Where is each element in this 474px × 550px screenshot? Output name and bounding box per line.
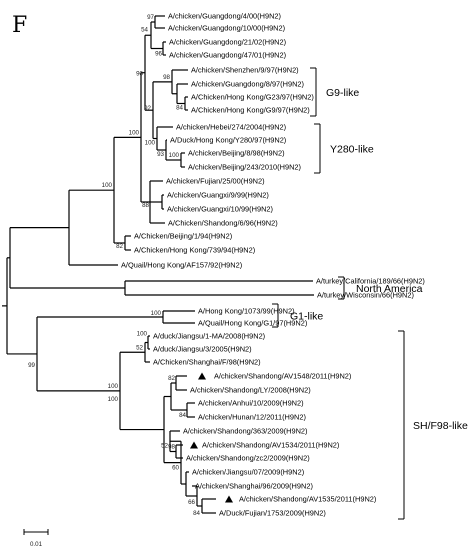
bootstrap-value: 99 [28, 362, 35, 369]
bootstrap-value: 98 [163, 74, 170, 81]
taxon-label: A/chicken/Hebei/274/2004(H9N2) [176, 123, 286, 132]
taxon-label: A/turkey/California/189/66(H9N2) [316, 277, 425, 286]
taxon-label: A/chicken/Guangxi/9/99(H9N2) [167, 191, 269, 200]
bootstrap-value: 82 [116, 243, 123, 250]
bootstrap-value: 100 [108, 396, 119, 403]
taxon-label: A/chicken/Shandong/AV1535/2011(H9N2) [239, 495, 376, 504]
taxon-label: A/chicken/Guangdong/8/97(H9N2) [191, 80, 304, 89]
taxon-label: A/chicken/Shanghai/96/2009(H9N2) [195, 482, 313, 491]
clade-label: North America [356, 283, 423, 295]
bootstrap-value: 52 [136, 344, 143, 351]
taxon-label: A/chicken/Shenzhen/9/97(H9N2) [191, 66, 299, 75]
scale-bar-label: 0.01 [30, 541, 43, 548]
taxon-label: A/chicken/Guangxi/10/99(H9N2) [167, 205, 273, 214]
bootstrap-value: 100 [151, 310, 162, 317]
bootstrap-value: 84 [176, 105, 183, 112]
bootstrap-value: 54 [141, 26, 148, 33]
taxon-label: A/chicken/Shandong/LY/2008(H9N2) [190, 386, 311, 395]
taxon-label: A/Chicken/Shandong/6/96(H9N2) [168, 219, 278, 228]
taxon-label: A/chicken/Beijing/243/2010(H9N2) [188, 163, 301, 172]
clade-label: G1-like [290, 311, 323, 323]
taxon-label: A/chicken/Shandong/zc2/2009(H9N2) [186, 454, 310, 463]
filled-triangle-icon [225, 495, 233, 503]
taxon-label: A/chicken/Guangdong/21/02(H9N2) [169, 38, 286, 47]
bootstrap-value: 100 [102, 182, 113, 189]
bootstrap-value: 98 [168, 444, 175, 451]
bootstrap-value: 100 [169, 152, 180, 159]
taxon-label: A/Quail/Hong Kong/G1/97(H9N2) [198, 319, 307, 328]
taxon-label: A/Chicken/Hong Kong/739/94(H9N2) [134, 246, 255, 255]
taxon-label: A/duck/Jiangsu/1-MA/2008(H9N2) [153, 332, 265, 341]
bootstrap-value: 84 [179, 412, 186, 419]
taxon-label: A/turkey/Wisconsin/66(H9N2) [317, 291, 414, 300]
filled-triangle-icon [190, 441, 198, 449]
bootstrap-value: 84 [193, 510, 200, 517]
taxon-label: A/chicken/Hunan/12/2011(H9N2) [198, 413, 306, 422]
bootstrap-value: 60 [172, 465, 179, 472]
clade-label: SH/F98-like [413, 420, 468, 432]
taxon-label: A/Chicken/Shanghai/F/98(H9N2) [153, 358, 261, 367]
bootstrap-value: 100 [108, 383, 119, 390]
taxon-label: A/Duck/Hong Kong/Y280/97(H9N2) [170, 136, 286, 145]
bootstrap-value: 82 [168, 375, 175, 382]
taxon-label: A/chicken/Anhui/10/2009(H9N2) [198, 399, 304, 408]
taxon-labels: A/chicken/Guangdong/4/00(H9N2) A/chicken/… [121, 12, 425, 518]
scale-bar: 0.01 [23, 529, 49, 548]
taxon-label: A/chicken/Fujian/25/00(H9N2) [166, 177, 265, 186]
bootstrap-value: 93 [157, 151, 164, 158]
bootstrap-value: 96 [155, 51, 162, 58]
bootstrap-value: 97 [147, 14, 154, 21]
taxon-label: A/chicken/Guangdong/4/00(H9N2) [168, 12, 281, 21]
taxon-label: A/Chicken/Hong Kong/G23/97(H9N2) [191, 93, 314, 102]
filled-triangle-icon [198, 372, 206, 380]
panel-label: F [12, 13, 27, 38]
taxon-label: A/chicken/Shandong/AV1548/2011(H9N2) [214, 372, 351, 381]
taxon-label: A/chicken/Shandong/AV1534/2011(H9N2) [202, 441, 339, 450]
taxon-label: A/chicken/Jiangsu/07/2009(H9N2) [192, 468, 304, 477]
bootstrap-value: 100 [137, 331, 148, 338]
bootstrap-value: 92 [144, 105, 151, 112]
clade-label: Y280-like [330, 144, 374, 156]
taxon-label: A/chicken/Beijing/8/98(H9N2) [188, 149, 285, 158]
bootstrap-value: 100 [129, 129, 140, 136]
taxon-label: A/chicken/Guangdong/47/01(H9N2) [169, 51, 286, 60]
bootstrap-value: 88 [142, 202, 149, 209]
taxon-label: A/Chicken/Hong Kong/G9/97(H9N2) [191, 106, 310, 115]
taxon-label: A/duck/Jiangsu/3/2005(H9N2) [153, 345, 252, 354]
clade-label: G9-like [326, 87, 359, 99]
taxon-label: A/chicken/Guangdong/10/00(H9N2) [168, 24, 285, 33]
taxon-label: A/chicken/Shandong/363/2009(H9N2) [183, 427, 308, 436]
bootstrap-value: 90 [136, 71, 143, 78]
taxon-label: A/Duck/Fujian/1753/2009(H9N2) [219, 509, 326, 518]
taxon-label: A/Quail/Hong Kong/AF157/92(H9N2) [121, 261, 242, 270]
bootstrap-value: 66 [188, 499, 195, 506]
taxon-label: A/Chicken/Beijing/1/94(H9N2) [134, 232, 232, 241]
bootstrap-value: 100 [145, 140, 156, 147]
bootstrap-value: 52 [161, 442, 168, 449]
tree-branches [2, 15, 314, 514]
taxon-label: A/Hong Kong/1073/99(H9N2) [198, 307, 295, 316]
bootstrap-values: 9796549884921009310090100888210010010099… [28, 14, 200, 517]
